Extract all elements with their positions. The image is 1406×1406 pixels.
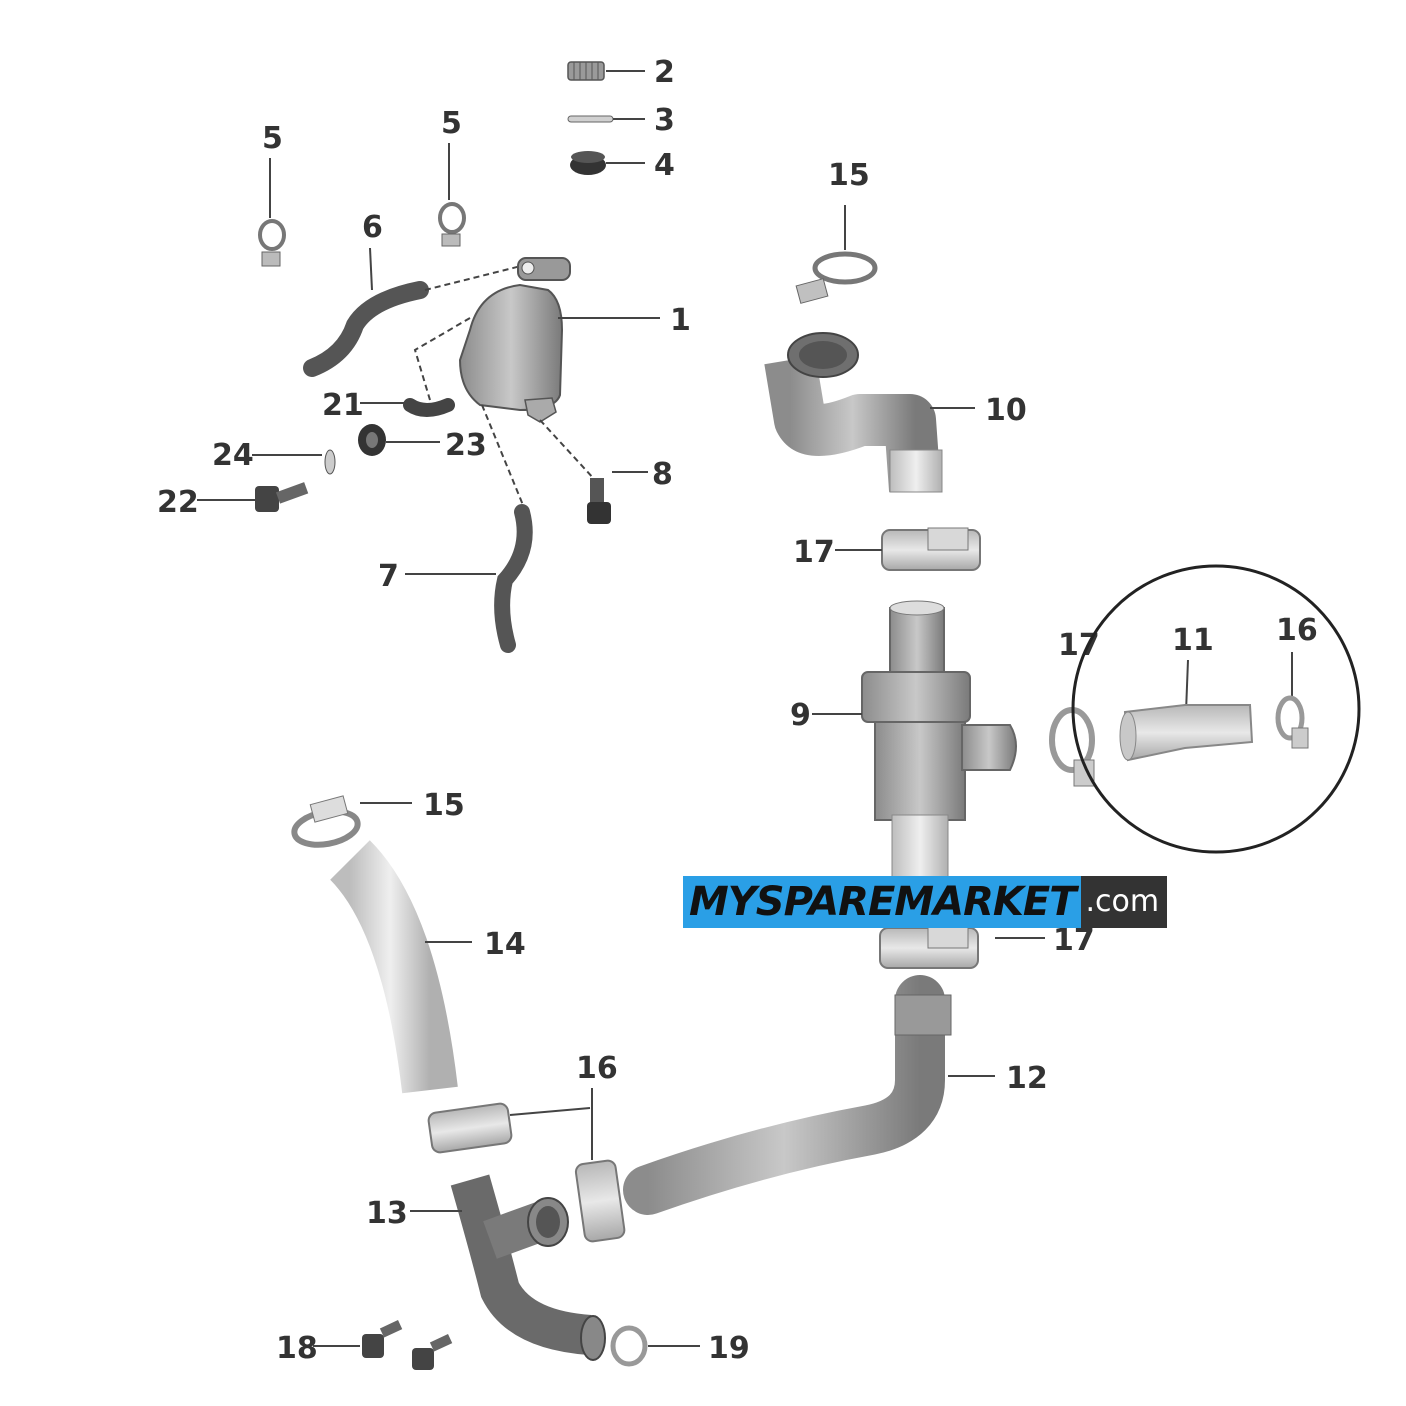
part-7-hose — [494, 504, 533, 653]
watermark-logo: MYSPAREMARKET .com — [683, 876, 1168, 928]
label-18: 18 — [276, 1331, 318, 1366]
part-3-washer — [567, 115, 614, 123]
part-5-clamp-right — [438, 202, 466, 247]
label-6: 6 — [362, 210, 383, 245]
part-11-pipe — [1119, 704, 1254, 762]
label-19: 19 — [708, 1331, 750, 1366]
label-10: 10 — [985, 393, 1027, 428]
label-4: 4 — [654, 148, 675, 183]
part-8-bolt — [587, 478, 611, 524]
label-2: 2 — [654, 55, 675, 90]
part-17-clamp-upper — [881, 527, 981, 571]
part-15-clamp-top — [795, 251, 878, 304]
label-16-lower: 16 — [576, 1051, 618, 1086]
label-14: 14 — [484, 927, 526, 962]
label-9: 9 — [790, 698, 811, 733]
part-21-hose-stub — [403, 398, 455, 417]
label-24: 24 — [212, 438, 254, 473]
part-17-clamp-lower — [879, 925, 979, 969]
watermark-suffix-text: .com — [1081, 876, 1168, 928]
part-15-clamp-bottom — [291, 795, 361, 848]
label-22: 22 — [157, 485, 199, 520]
label-3: 3 — [654, 103, 675, 138]
label-8: 8 — [652, 457, 673, 492]
label-5-right: 5 — [441, 106, 462, 141]
part-23-grommet — [358, 424, 386, 456]
part-24-washer — [324, 449, 336, 475]
part-19-o-ring — [610, 1325, 648, 1367]
part-1-reservoir — [458, 257, 571, 423]
part-22-bolt — [255, 482, 309, 512]
part-2-cap — [567, 61, 605, 81]
watermark-main-text: MYSPAREMARKET — [683, 876, 1082, 928]
label-17-upper: 17 — [793, 535, 835, 570]
part-18-bolts — [362, 1320, 453, 1370]
label-7: 7 — [378, 559, 399, 594]
label-5-left: 5 — [262, 121, 283, 156]
label-12: 12 — [1006, 1061, 1048, 1096]
label-17-lower: 17 — [1053, 923, 1095, 958]
part-14-hose — [329, 840, 458, 1094]
part-16-clamp-right — [574, 1159, 626, 1243]
part-16-clamp-detail — [1275, 695, 1309, 749]
part-4-grommet — [570, 151, 606, 175]
part-13-pipe — [450, 1174, 606, 1361]
part-10-hose — [764, 332, 943, 493]
part-12-hose — [623, 975, 945, 1215]
label-23: 23 — [445, 428, 487, 463]
label-16-detail: 16 — [1276, 613, 1318, 648]
part-16-clamp-left — [427, 1102, 513, 1154]
part-5-clamp-left — [258, 219, 286, 267]
label-11: 11 — [1172, 623, 1214, 658]
label-15-top: 15 — [828, 158, 870, 193]
part-9-thermostat-housing — [861, 600, 1017, 878]
label-15-bottom: 15 — [423, 788, 465, 823]
detail-callout-circle — [1071, 564, 1361, 854]
label-13: 13 — [366, 1196, 408, 1231]
label-21: 21 — [322, 388, 364, 423]
part-6-hose — [303, 281, 429, 377]
label-1: 1 — [670, 303, 691, 338]
